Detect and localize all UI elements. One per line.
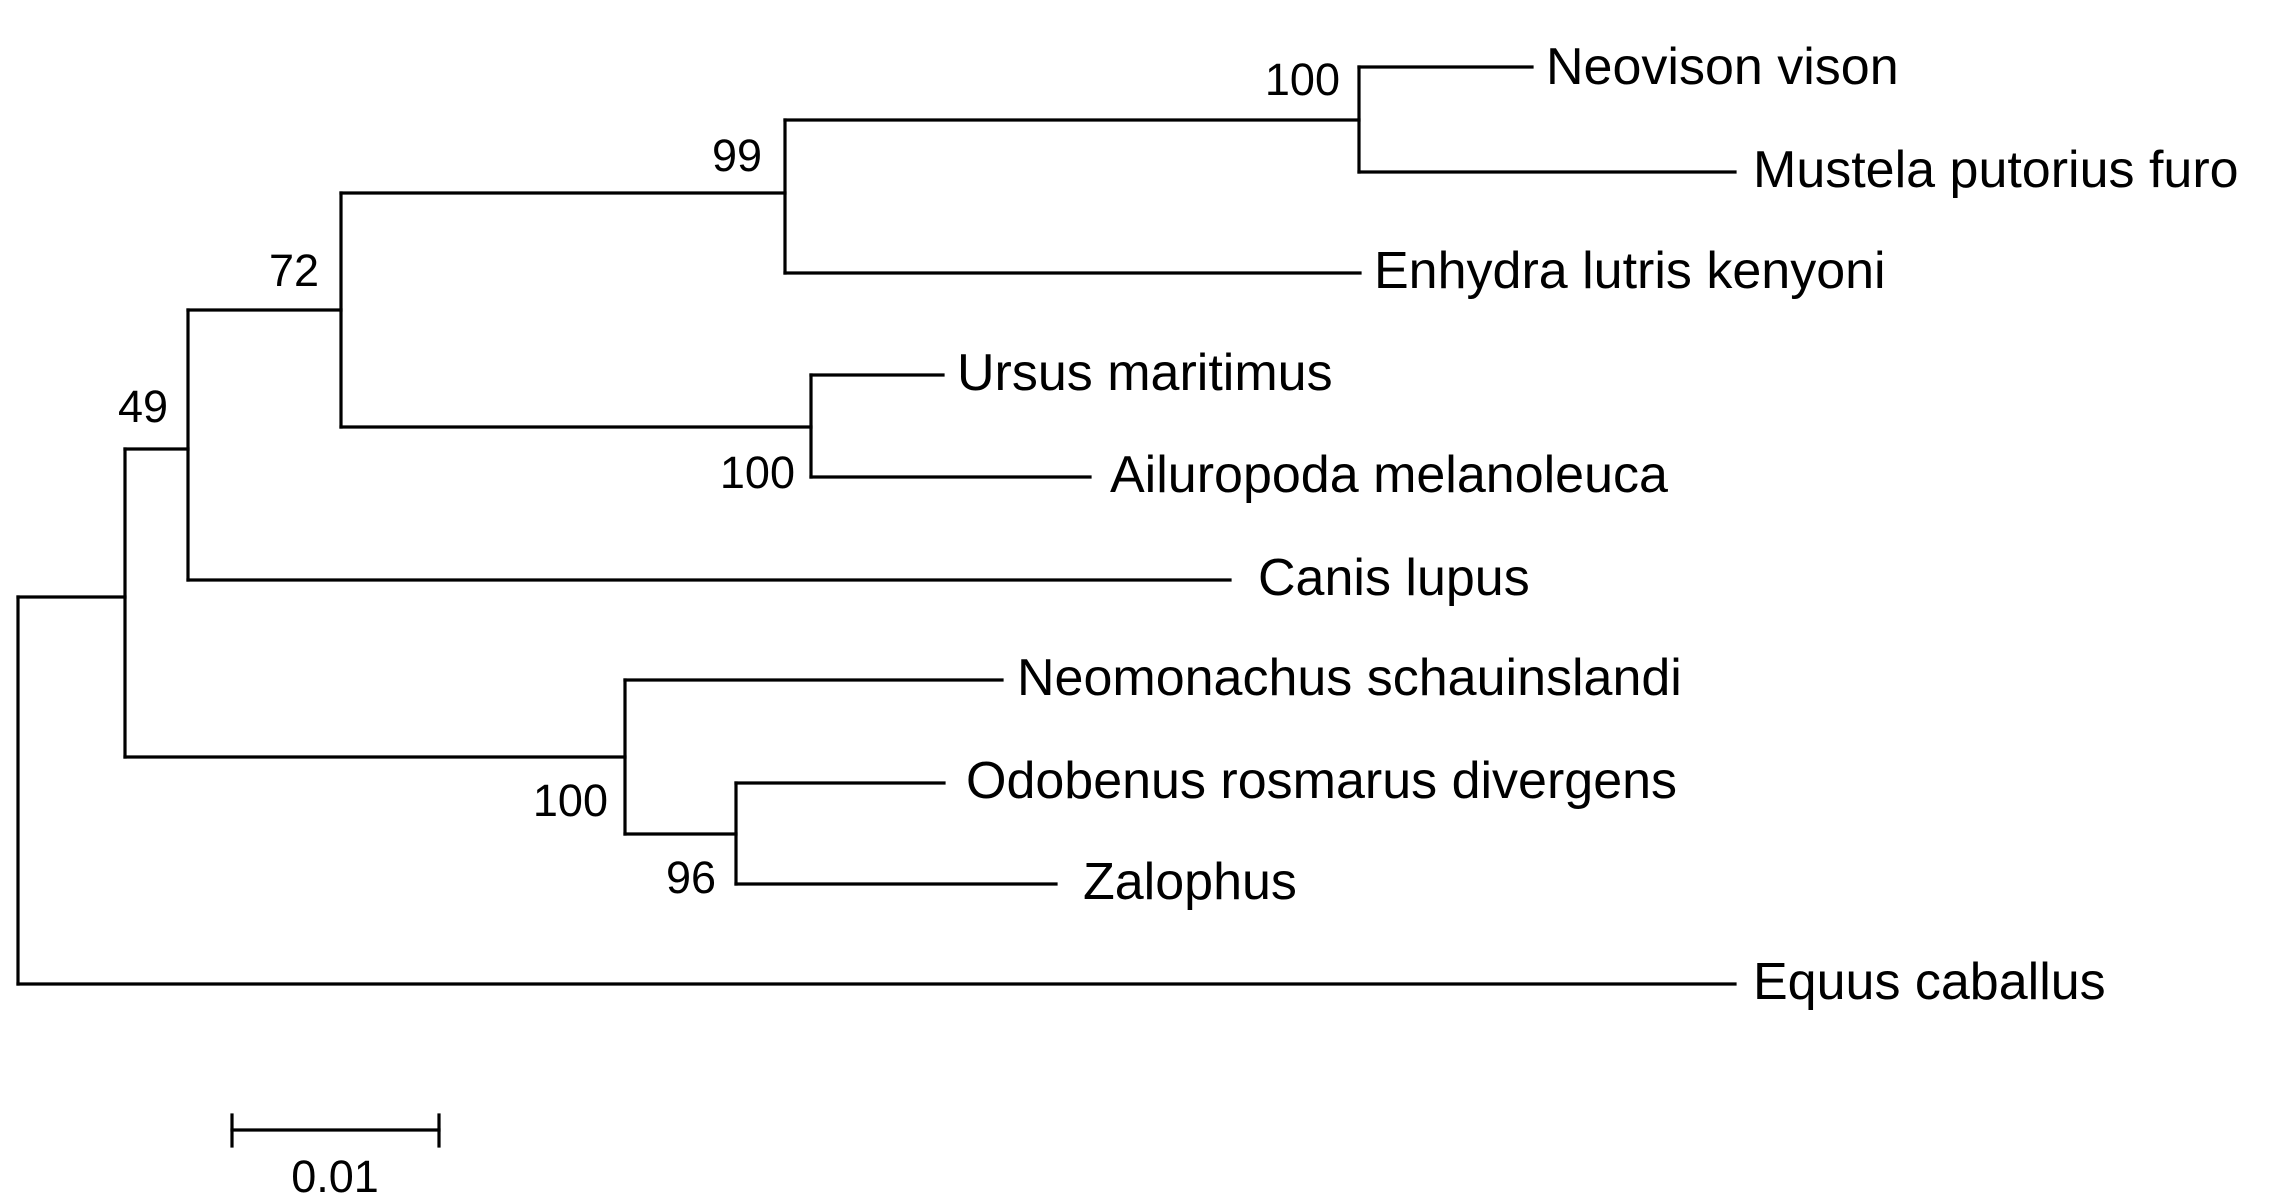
bootstrap-value: 100 bbox=[1265, 54, 1340, 105]
taxon-label-ailuropoda: Ailuropoda melanoleuca bbox=[1110, 446, 1668, 504]
bootstrap-value: 100 bbox=[533, 775, 608, 826]
bootstrap-value: 100 bbox=[720, 447, 795, 498]
taxon-label-enhydra: Enhydra lutris kenyoni bbox=[1374, 242, 1886, 300]
scale-bar-label: 0.01 bbox=[291, 1151, 379, 1202]
taxon-label-canis: Canis lupus bbox=[1258, 549, 1530, 607]
bootstrap-value: 49 bbox=[118, 381, 168, 432]
taxon-label-zalophus: Zalophus bbox=[1083, 853, 1297, 911]
bootstrap-value: 72 bbox=[269, 245, 319, 296]
bootstrap-value: 99 bbox=[712, 130, 762, 181]
bootstrap-value: 96 bbox=[666, 852, 716, 903]
taxon-label-mustela: Mustela putorius furo bbox=[1753, 141, 2239, 199]
taxon-label-neomonachus: Neomonachus schauinslandi bbox=[1017, 649, 1682, 707]
taxon-label-odobenus: Odobenus rosmarus divergens bbox=[966, 752, 1677, 810]
scale-bar: 0.01 bbox=[230, 1113, 441, 1202]
taxon-label-neovison: Neovison vison bbox=[1546, 38, 1899, 96]
taxon-label-equus: Equus caballus bbox=[1753, 953, 2106, 1011]
taxon-label-ursus: Ursus maritimus bbox=[957, 344, 1333, 402]
